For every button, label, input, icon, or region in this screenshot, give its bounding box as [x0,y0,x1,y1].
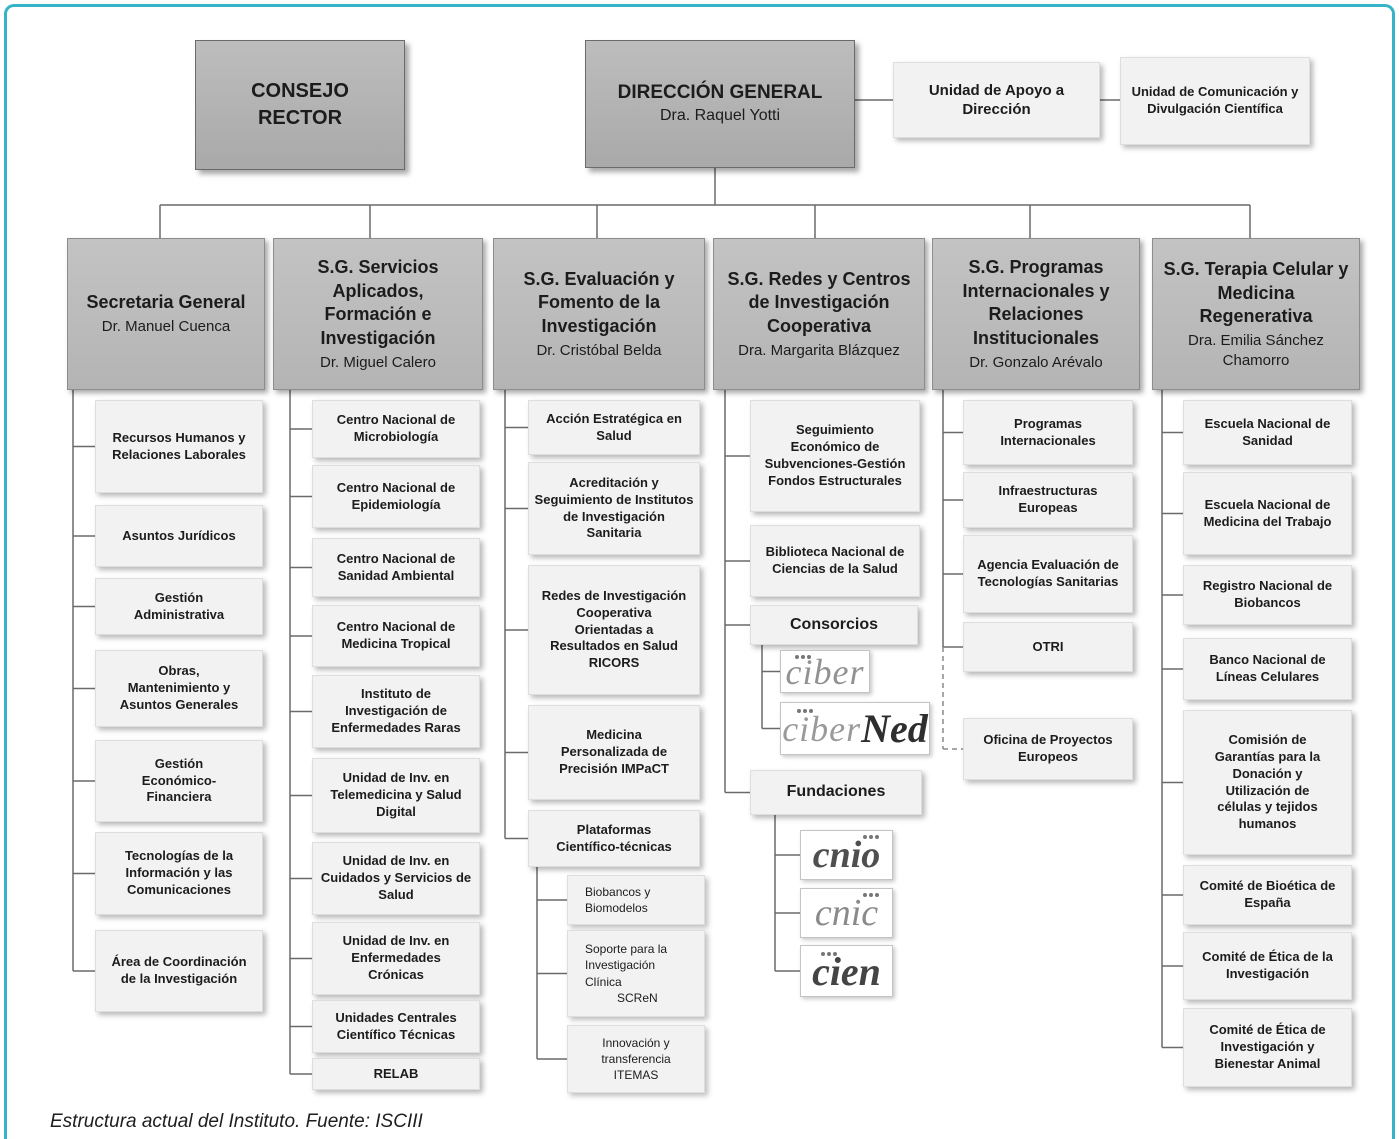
column-header-terapia-celular: S.G. Terapia Celular y Medicina Regenera… [1152,238,1360,390]
column-header-servicios-aplicados: S.G. Servicios Aplicados, Formación e In… [273,238,483,390]
platform-unit-name: Innovación y transferencia [601,1035,671,1066]
cien-logo-text: cien [812,948,881,994]
unit-box: Asuntos Jurídicos [95,505,263,567]
platform-unit-box: Innovación y transferencia ITEMAS [567,1025,705,1093]
unit-box: Seguimiento Económico de Subvenciones-Ge… [750,400,920,512]
unit-box: Centro Nacional de Sanidad Ambiental [312,538,480,597]
column-title: Secretaria General [86,292,246,313]
logo-dots [863,835,879,839]
column-head-name: Dr. Manuel Cuenca [101,318,231,336]
column-head-name: Dra. Emilia Sánchez Chamorro [1188,332,1324,369]
unit-box: Unidades Centrales Científico Técnicas [312,1000,480,1053]
frame-border [4,4,1395,1139]
unit-box: Biblioteca Nacional de Ciencias de la Sa… [750,525,920,597]
column-title: S.G. Terapia Celular y Medicina Regenera… [1163,258,1349,327]
cnio-logo-text: cnio [812,834,881,876]
ciberned-logo-prefix: ciber [782,708,862,749]
platform-unit-name: Soporte para la Investigación Clínica [585,942,668,989]
unit-box: Recursos Humanos y Relaciones Laborales [95,400,263,493]
direccion-general-title: DIRECCIÓN GENERAL [617,82,823,104]
consejo-rector-box: CONSEJO RECTOR [195,40,405,170]
unit-box: Instituto de Investigación de Enfermedad… [312,675,480,748]
ciber-logo: ciber [780,650,870,693]
unit-box: Unidad de Inv. en Cuidados y Servicios d… [312,842,480,915]
unit-box: Programas Internacionales [963,400,1133,465]
logo-dots [863,893,879,897]
unit-box: Centro Nacional de Epidemiología [312,465,480,528]
cnic-logo-text: cnic [814,892,879,934]
platform-unit-acronym: ITEMAS [613,1068,659,1083]
unit-box: Comité de Ética de Investigación y Biene… [1183,1008,1352,1087]
cien-logo: cien [800,945,893,997]
direccion-general-box: DIRECCIÓN GENERAL Dra. Raquel Yotti [585,40,855,168]
unit-box: Agencia Evaluación de Tecnologías Sanita… [963,535,1133,613]
column-title: S.G. Redes y Centros de Investigación Co… [727,268,911,337]
unit-box: Comité de Bioética de España [1183,865,1352,925]
unit-box: Acción Estratégica en Salud [528,400,700,455]
column-head-name: Dr. Gonzalo Arévalo [969,353,1103,371]
unit-box: Acreditación y Seguimiento de Institutos… [528,462,700,555]
column-head-name: Dra. Margarita Blázquez [738,341,900,359]
unit-box: Medicina Personalizada de Precisión IMPa… [528,705,700,800]
unit-box: Gestión Administrativa [95,578,263,635]
column-header-redes-centros: S.G. Redes y Centros de Investigación Co… [713,238,925,390]
column-header-programas-internacionales: S.G. Programas Internacionales y Relacio… [932,238,1140,390]
unit-box: Gestión Económico-Financiera [95,740,263,822]
unit-box: Obras, Mantenimiento y Asuntos Generales [95,650,263,727]
apoyo-direccion-box: Unidad de Apoyo a Dirección [893,62,1100,138]
ciberned-logo-suffix: Ned [861,706,928,751]
unit-box: Escuela Nacional de Medicina del Trabajo [1183,472,1352,555]
logo-dots [795,655,811,659]
unit-box: Área de Coordinación de la Investigación [95,930,263,1012]
unit-box: OTRI [963,622,1133,672]
unit-box: Unidad de Inv. en Enfermedades Crónicas [312,922,480,995]
logo-dots [797,709,813,713]
consorcios-box: Consorcios [750,605,918,645]
column-title: S.G. Servicios Aplicados, Formación e In… [317,256,439,348]
cnio-logo: cnio [800,830,893,880]
cnic-logo: cnic [800,888,893,938]
unit-box: RELAB [312,1058,480,1090]
column-header-evaluacion-fomento: S.G. Evaluación y Fomento de la Investig… [493,238,705,390]
unit-box: Centro Nacional de Medicina Tropical [312,605,480,667]
column-title: S.G. Evaluación y Fomento de la Investig… [523,268,675,337]
column-header-secretaria-general: Secretaria General Dr. Manuel Cuenca [67,238,265,390]
unit-box: Comité de Ética de la Investigación [1183,932,1352,1000]
fundaciones-box: Fundaciones [750,770,922,815]
unit-box: Escuela Nacional de Sanidad [1183,400,1352,465]
platform-unit-acronym: SCReN [617,990,658,1005]
unit-box: Banco Nacional de Líneas Celulares [1183,638,1352,700]
figure-caption: Estructura actual del Instituto. Fuente:… [50,1111,423,1132]
unit-box: Tecnologías de la Información y las Comu… [95,832,263,915]
unit-box: Comisión de Garantías para la Donación y… [1183,710,1352,855]
unit-box: Centro Nacional de Microbiología [312,400,480,458]
platform-unit-name: Biobancos y Biomodelos [585,884,651,915]
comunicacion-box: Unidad de Comunicación y Divulgación Cie… [1120,57,1310,145]
column-head-name: Dr. Cristóbal Belda [536,341,662,359]
platform-unit-box: Soporte para la Investigación Clínica SC… [567,930,705,1017]
dashed-unit-box: Oficina de Proyectos Europeos [963,718,1133,780]
unit-box: Registro Nacional de Biobancos [1183,565,1352,625]
direccion-general-head: Dra. Raquel Yotti [659,106,781,124]
unit-box: Infraestructuras Europeas [963,472,1133,528]
platform-box: Plataformas Científico-técnicas [528,810,700,867]
unit-box: Unidad de Inv. en Telemedicina y Salud D… [312,758,480,833]
unit-box: Redes de Investigación Cooperativa Orien… [528,565,700,695]
platform-unit-box: Biobancos y Biomodelos [567,875,705,925]
column-head-name: Dr. Miguel Calero [320,353,436,371]
logo-dots [821,952,837,956]
column-title: S.G. Programas Internacionales y Relacio… [962,256,1110,348]
